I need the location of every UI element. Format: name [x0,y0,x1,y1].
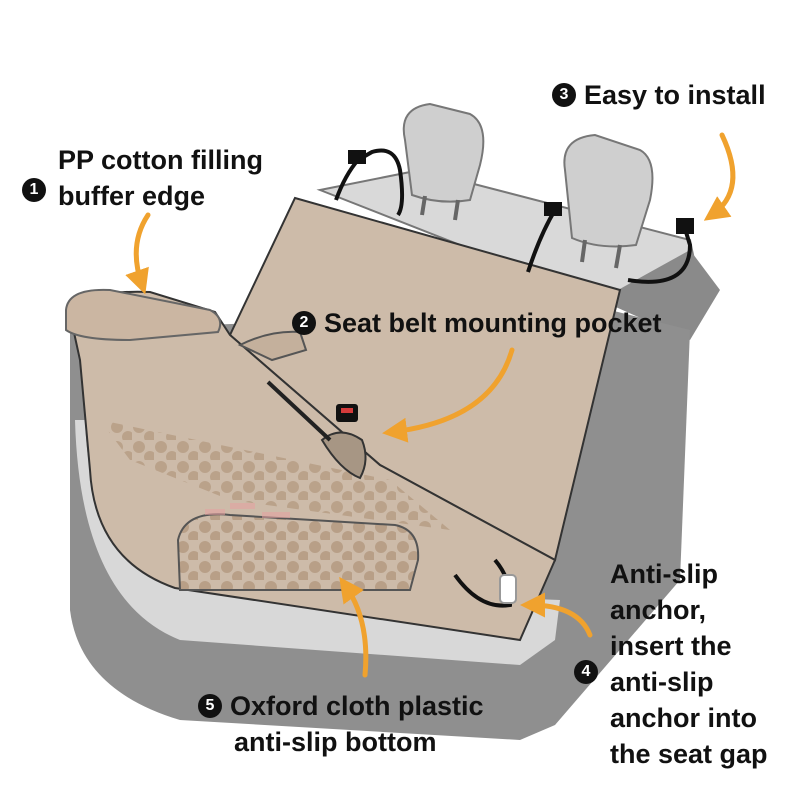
callout-4: Anti-slip anchor, insert the anti-slip a… [574,556,768,772]
arrow-5 [339,576,369,678]
callout-1: 1 PP cotton filling buffer edge [22,142,263,214]
arrow-1 [125,212,151,295]
cover-seat-bench [66,290,557,642]
headrest-left [402,102,485,221]
badge-number-2: 2 [292,310,316,335]
callout-2-label: Seat belt mounting pocket [324,308,662,338]
callout-4-line-6: the seat gap [610,739,768,769]
callout-4-line-2: anchor, [610,595,707,625]
badge-number-5: 5 [198,693,222,718]
buffer-edge-bolster [65,288,222,342]
headrest-right [563,133,654,269]
callout-4-line-5: anchor into [610,703,757,733]
callout-5: 5 Oxford cloth plastic anti-slip bottom [198,688,484,760]
headrest-strap-right [526,202,694,284]
callout-4-line-3: insert the [610,631,732,661]
callout-4-line-4: anti-slip [610,667,714,697]
arrow-2 [382,347,515,443]
callout-2: 2 Seat belt mounting pocket [292,305,662,341]
arrow-4 [520,592,593,638]
watermark [205,503,290,518]
badge-number-3: 3 [552,82,576,107]
callout-5-line-2: anti-slip bottom [234,727,437,757]
anti-slip-anchor [453,558,517,608]
callout-5-line-1: Oxford cloth plastic [230,691,484,721]
badge-number-1: 1 [22,178,46,202]
arrow-3 [703,132,736,221]
callout-1-line-1: PP cotton filling [58,145,263,175]
seat-belt-pocket [237,330,367,480]
callout-3: 3 Easy to install [552,77,766,113]
callout-1-line-2: buffer edge [58,181,206,211]
headrest-strap-left [334,148,405,217]
callout-3-label: Easy to install [584,80,766,110]
badge-number-4: 4 [574,660,598,684]
callout-4-line-1: Anti-slip [610,559,718,589]
